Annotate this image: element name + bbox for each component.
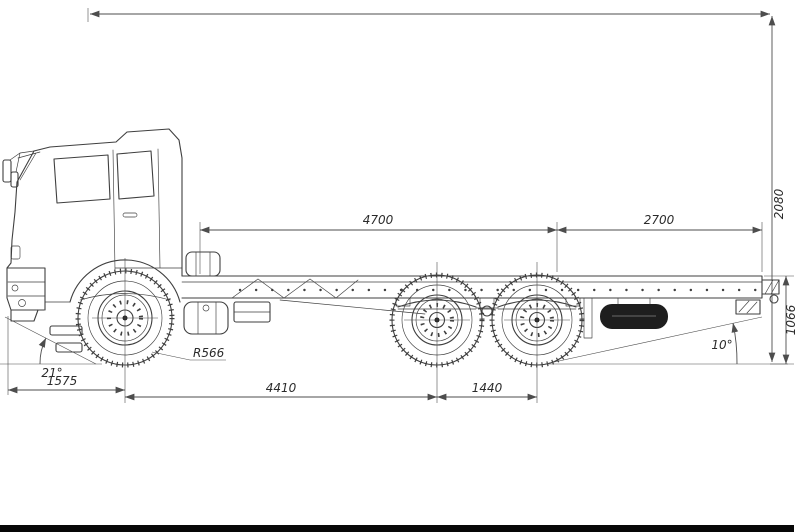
tow-pin [11, 284, 19, 292]
rear-crossmember [735, 279, 780, 315]
headlight [10, 245, 21, 260]
bogie-pivot [481, 305, 493, 317]
dimensions: 2080 4700 2700 1066 1575 4410 1440 R566 … [0, 8, 798, 403]
side-window-front [53, 154, 111, 204]
windshield-line [17, 151, 41, 181]
cab-step-upper [49, 325, 83, 336]
mirror-arms [9, 150, 35, 173]
rear-tow-hook [769, 294, 779, 304]
fuel-tank [183, 301, 229, 335]
subframe-truss [231, 278, 359, 299]
door-window [116, 150, 155, 200]
mudflap-bracket [583, 297, 593, 339]
cab-outline [6, 128, 183, 311]
front-overhang-dim-label: 1575 [47, 374, 78, 388]
spring-hanger-rear [565, 297, 581, 307]
door-handle [122, 212, 138, 218]
approach-angle-line [4, 316, 97, 365]
departure-angle-label: 10° [711, 338, 732, 352]
taillight-bracket [735, 299, 761, 315]
approach-angle-label: 21° [41, 366, 62, 380]
bogie-spacing-dim-label: 1440 [472, 381, 503, 395]
overall-height-dim-label: 2080 [772, 188, 786, 219]
mirror-wide-angle [10, 171, 19, 188]
frame-height-dim-label: 1066 [784, 304, 798, 335]
rear-overhang-dim-label: 2700 [644, 213, 675, 227]
tire-radius-leader [151, 351, 226, 361]
cab-step-lower [55, 342, 83, 353]
frame-length-dim-label: 4700 [363, 213, 394, 227]
bogie-bracket [479, 297, 495, 310]
cab [2, 128, 183, 353]
door-seams [112, 148, 183, 271]
mirror-main [2, 159, 12, 183]
truck-side-view [2, 128, 780, 368]
bumper-lip [10, 309, 39, 322]
wheelbase-dim-label: 4410 [266, 381, 297, 395]
tire-radius-label: R566 [193, 346, 225, 360]
departure-angle-line [544, 316, 763, 365]
driveshaft [279, 299, 426, 315]
air-filter [185, 251, 221, 277]
bottom-bar [0, 525, 794, 532]
spare-wheel [600, 297, 668, 329]
chassis-frame [181, 251, 780, 339]
fog-lamp [18, 299, 26, 307]
fuel-cap [202, 304, 210, 312]
front-bumper [6, 267, 46, 311]
